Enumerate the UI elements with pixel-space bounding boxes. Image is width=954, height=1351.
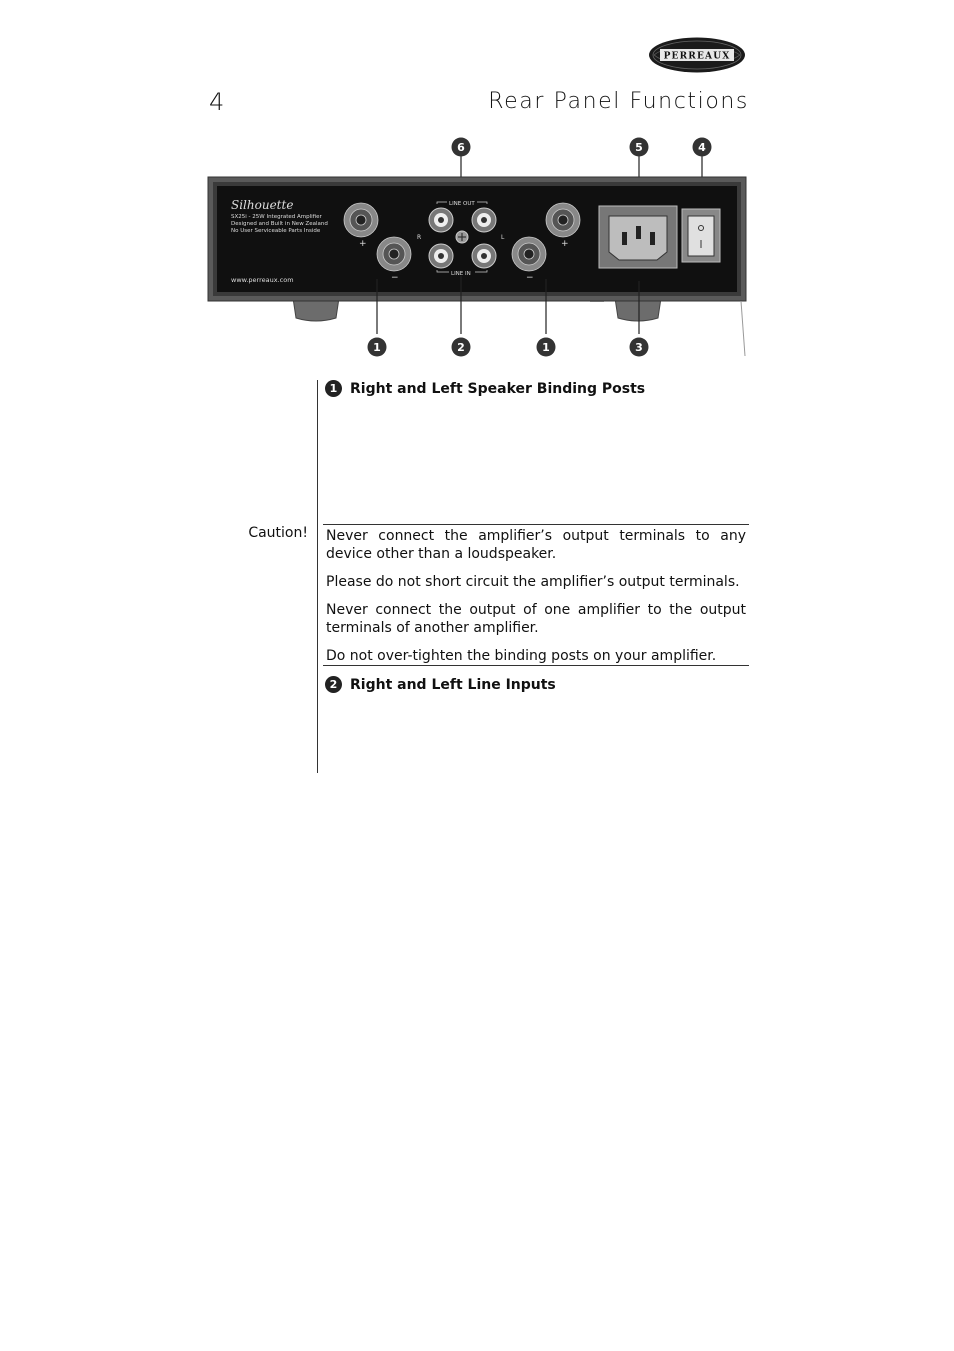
- svg-text:−: −: [526, 273, 534, 283]
- section-number-badge: 1: [325, 380, 342, 397]
- perreaux-logo: PERREAUX: [649, 37, 745, 73]
- section-heading-2: 2 Right and Left Line Inputs: [325, 676, 556, 693]
- svg-text:2: 2: [457, 341, 465, 354]
- svg-text:4: 4: [698, 141, 706, 154]
- svg-text:−: −: [391, 273, 399, 283]
- svg-text:+: +: [561, 239, 569, 249]
- svg-text:1: 1: [373, 341, 381, 354]
- brand-script: Silhouette: [231, 198, 293, 212]
- section-heading-1: 1 Right and Left Speaker Binding Posts: [325, 380, 645, 397]
- section-number-badge: 2: [325, 676, 342, 693]
- margin-rule: [317, 380, 318, 773]
- section-heading-text: Right and Left Line Inputs: [350, 676, 556, 693]
- callout-1-right: 1: [367, 337, 387, 357]
- callout-4: 4: [692, 137, 712, 157]
- svg-text:6: 6: [457, 141, 465, 154]
- power-switch: [681, 208, 721, 263]
- binding-post-left-plus: [545, 202, 581, 238]
- caution-item: Do not over-tighten the binding posts on…: [326, 648, 717, 664]
- origin-line: Designed and Built in New Zealand: [231, 221, 328, 227]
- caution-box: Never connect the amplifier’s output ter…: [323, 524, 749, 666]
- caution-item: Never connect the output of one amplifie…: [326, 602, 746, 636]
- callout-6: 6: [451, 137, 471, 157]
- caution-item: Never connect the amplifier’s output ter…: [326, 528, 746, 562]
- rca-jack-line-in-left: [471, 243, 497, 269]
- callout-5: 5: [629, 137, 649, 157]
- page-title: Rear Panel Functions: [488, 89, 749, 114]
- rca-jack-line-out-left: [471, 207, 497, 233]
- svg-text:5: 5: [635, 141, 643, 154]
- binding-post-right-minus: [376, 236, 412, 272]
- svg-text:R: R: [417, 234, 421, 241]
- svg-text:3: 3: [635, 341, 643, 354]
- website-text: www.perreaux.com: [231, 276, 294, 284]
- callout-3: 3: [629, 337, 649, 357]
- line-in-label: LINE IN: [451, 271, 471, 277]
- caution-item: Please do not short circuit the amplifie…: [326, 574, 740, 590]
- svg-text:1: 1: [542, 341, 550, 354]
- rca-jack-line-out-right: [428, 207, 454, 233]
- section-heading-text: Right and Left Speaker Binding Posts: [350, 380, 646, 397]
- ground-screw: [455, 230, 469, 244]
- callout-1-left: 1: [536, 337, 556, 357]
- line-out-label: LINE OUT: [449, 201, 475, 207]
- caution-label: Caution!: [248, 525, 308, 541]
- service-line: No User Serviceable Parts Inside: [231, 228, 321, 234]
- logo-text: PERREAUX: [664, 52, 731, 62]
- binding-post-left-minus: [511, 236, 547, 272]
- callout-2: 2: [451, 337, 471, 357]
- svg-text:+: +: [359, 239, 367, 249]
- rear-panel-diagram: Silhouette SX25i - 25W Integrated Amplif…: [207, 137, 747, 357]
- power-inlet: [598, 205, 678, 269]
- binding-post-right-plus: [343, 202, 379, 238]
- model-line: SX25i - 25W Integrated Amplifier: [231, 214, 323, 220]
- rca-jack-line-in-right: [428, 243, 454, 269]
- page-number: 4: [209, 88, 226, 116]
- svg-text:L: L: [501, 234, 505, 241]
